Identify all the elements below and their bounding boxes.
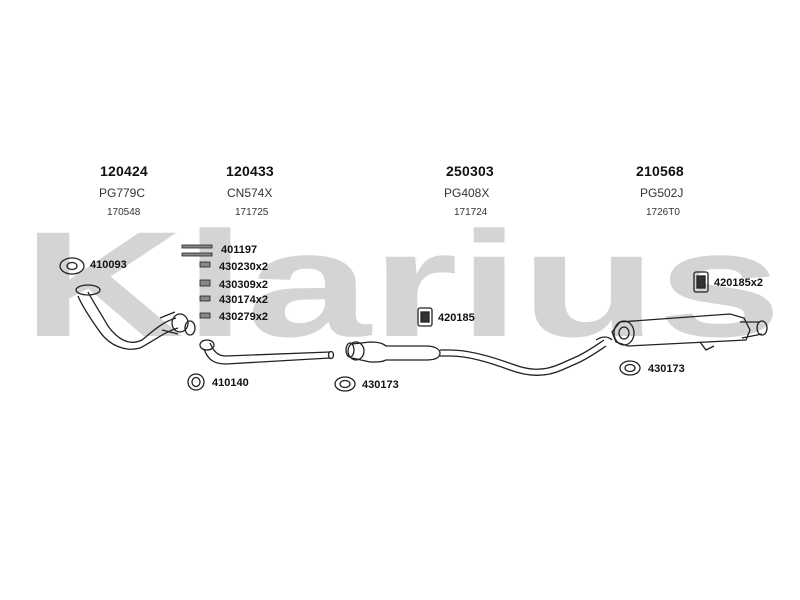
group-1-ref: PG779C (99, 186, 146, 200)
group-2-part-no: 120433 (226, 163, 274, 179)
part-430173-a: 430173 (362, 379, 399, 391)
middle-silencer-drawing (345, 336, 613, 376)
group-4-code: 1726T0 (646, 207, 680, 218)
mount-420185x2-drawing (693, 271, 709, 293)
group-4-ref: PG502J (640, 186, 684, 200)
group-2-code: 171725 (235, 207, 269, 218)
group-1-code: 170548 (107, 207, 141, 218)
part-430230: 430230x2 (219, 261, 268, 273)
clamp-430173a-drawing (334, 376, 356, 392)
part-430279: 430279x2 (219, 311, 268, 323)
part-410093: 410093 (90, 259, 127, 271)
group-4-part-no: 210568 (636, 163, 684, 179)
group-3-code: 171724 (454, 207, 488, 218)
rear-silencer-drawing (611, 313, 768, 351)
ring-410140-drawing (187, 373, 205, 391)
part-430174: 430174x2 (219, 294, 268, 306)
group-3-part-no: 250303 (446, 163, 494, 179)
group-1-part-no: 120424 (100, 163, 148, 179)
part-430309: 430309x2 (219, 279, 268, 291)
part-420185: 420185 (438, 312, 475, 324)
intermediate-pipe-drawing (199, 339, 335, 365)
group-2-ref: CN574X (227, 186, 273, 200)
gasket-410093-drawing (59, 257, 85, 275)
part-430173-b: 430173 (648, 363, 685, 375)
bolt-kit-drawing (181, 244, 213, 319)
group-3-ref: PG408X (444, 186, 490, 200)
part-420185x2: 420185x2 (714, 277, 763, 289)
mount-420185-drawing (417, 307, 433, 327)
part-401197: 401197 (221, 244, 258, 256)
clamp-430173b-drawing (619, 360, 641, 376)
front-pipe-drawing (75, 284, 196, 350)
part-410140: 410140 (212, 377, 249, 389)
watermark-text: Klarius (22, 200, 782, 368)
